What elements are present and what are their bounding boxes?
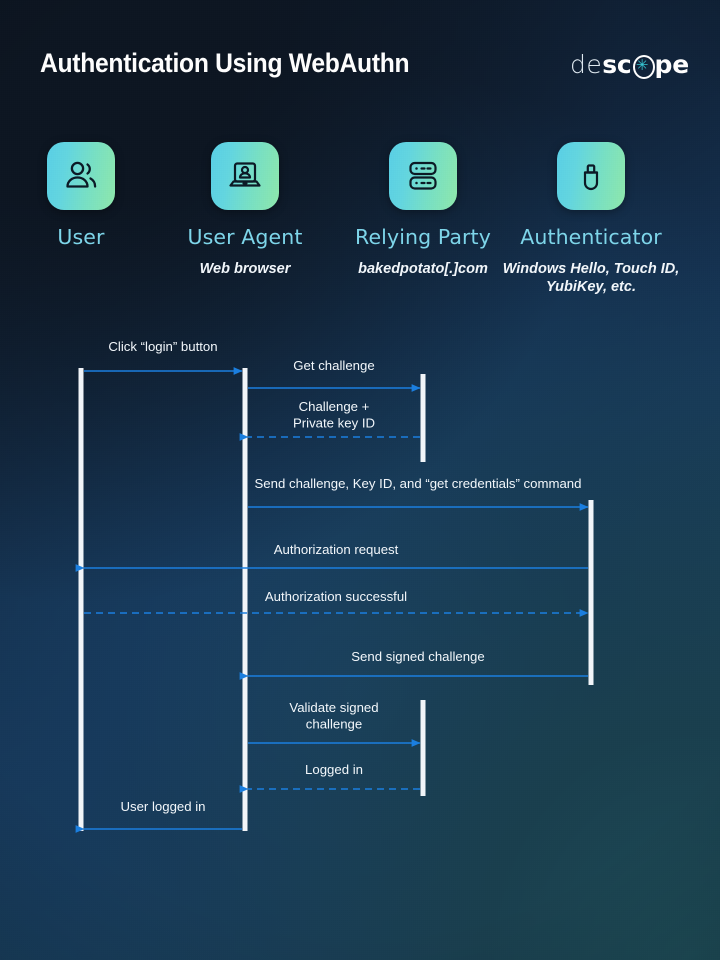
logo-text-pe: pe	[654, 50, 690, 79]
users-icon	[47, 142, 115, 210]
usb-key-icon	[557, 142, 625, 210]
actor-label-user: User	[57, 225, 105, 249]
logo-asterisk-o-icon: ✳	[632, 54, 656, 79]
actor-user-agent: User Agent Web browser	[157, 142, 333, 278]
actor-subtitle-user-agent: Web browser	[199, 261, 291, 277]
lifeline-relying-party2	[420, 700, 426, 796]
laptop-user-icon	[211, 142, 279, 210]
message-label-m5: Authorization request	[274, 542, 399, 557]
actor-subtitle-relying-party: bakedpotato[.]com	[358, 261, 488, 277]
actor-label-authenticator: Authenticator	[520, 225, 662, 249]
message-label-m10: User logged in	[120, 799, 205, 814]
logo-text-de: de	[569, 50, 603, 79]
message-label-m3: Challenge +Private key ID	[293, 399, 375, 431]
message-arrow-group	[75, 367, 589, 833]
message-label-m4: Send challenge, Key ID, and “get credent…	[255, 476, 582, 491]
message-label-m1: Click “login” button	[108, 339, 217, 354]
actor-user: User	[0, 142, 169, 260]
lifeline-relying-party	[420, 374, 426, 462]
descope-logo: de sc ✳ pe	[570, 51, 689, 79]
message-label-m7: Send signed challenge	[351, 649, 484, 664]
server-stack-icon	[389, 142, 457, 210]
header: Authentication Using WebAuthn de sc ✳ pe	[0, 0, 720, 118]
lifeline-user-agent	[242, 368, 248, 831]
actor-subtitle-authenticator: Windows Hello, Touch ID, YubiKey, etc.	[502, 261, 680, 295]
lifeline-user	[78, 368, 84, 831]
message-label-m9: Logged in	[305, 762, 363, 777]
lifeline-group	[78, 368, 594, 831]
lifeline-authenticator	[588, 500, 594, 685]
actor-relying-party: Relying Party bakedpotato[.]com	[335, 142, 511, 278]
page-title: Authentication Using WebAuthn	[40, 48, 410, 78]
actor-label-user-agent: User Agent	[187, 225, 303, 249]
actor-label-relying-party: Relying Party	[355, 225, 491, 249]
message-label-m2: Get challenge	[293, 358, 374, 373]
logo-asterisk-glyph: ✳	[635, 55, 649, 74]
actor-authenticator: Authenticator Windows Hello, Touch ID, Y…	[503, 142, 679, 296]
logo-text-sc: sc	[602, 50, 632, 79]
message-label-m6: Authorization successful	[265, 589, 407, 604]
actor-row: User User Agent Web browser	[0, 142, 720, 322]
